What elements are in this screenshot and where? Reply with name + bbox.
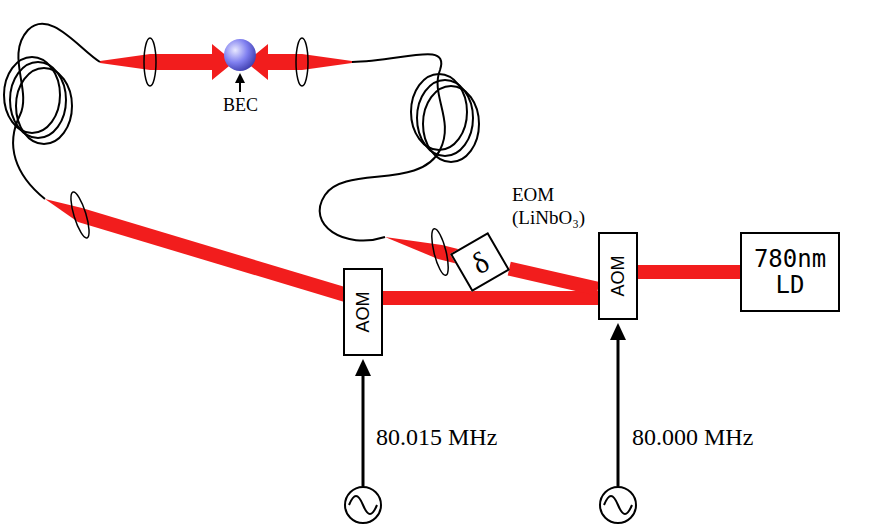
laser-beam [383, 291, 598, 305]
bec-label: BEC [223, 95, 258, 117]
rf-source [345, 487, 381, 523]
lens [296, 38, 308, 86]
laser-diode-box: 780nm LD [740, 232, 840, 312]
leader-arrow [235, 73, 245, 92]
bec-sphere [224, 39, 256, 71]
laser-beam [638, 265, 740, 279]
lens [428, 227, 451, 276]
beam-top-right [246, 44, 352, 80]
beam-left-aom-out [45, 199, 365, 307]
lens [144, 38, 156, 86]
aom-box: AOM [343, 268, 383, 356]
lens [67, 190, 93, 239]
node-text: δ [466, 244, 495, 280]
node-text: 780nm LD [746, 246, 834, 299]
optical-fiber [320, 54, 479, 240]
node-text: AOM [608, 255, 628, 296]
laser-beam [509, 269, 598, 289]
beam-top-left [100, 44, 234, 80]
node-text: AOM [353, 291, 373, 332]
rf-arrow [610, 323, 626, 486]
rf-source [600, 487, 636, 523]
aom-box: AOM [598, 232, 638, 320]
optical-fiber [4, 24, 100, 199]
eom-label: EOM (LiNbO₃) [512, 184, 604, 230]
frequency-label: 80.000 MHz [632, 423, 753, 452]
rf-arrow [355, 359, 371, 486]
frequency-label: 80.015 MHz [376, 423, 497, 452]
eom-crystal-box: δ [450, 232, 510, 292]
